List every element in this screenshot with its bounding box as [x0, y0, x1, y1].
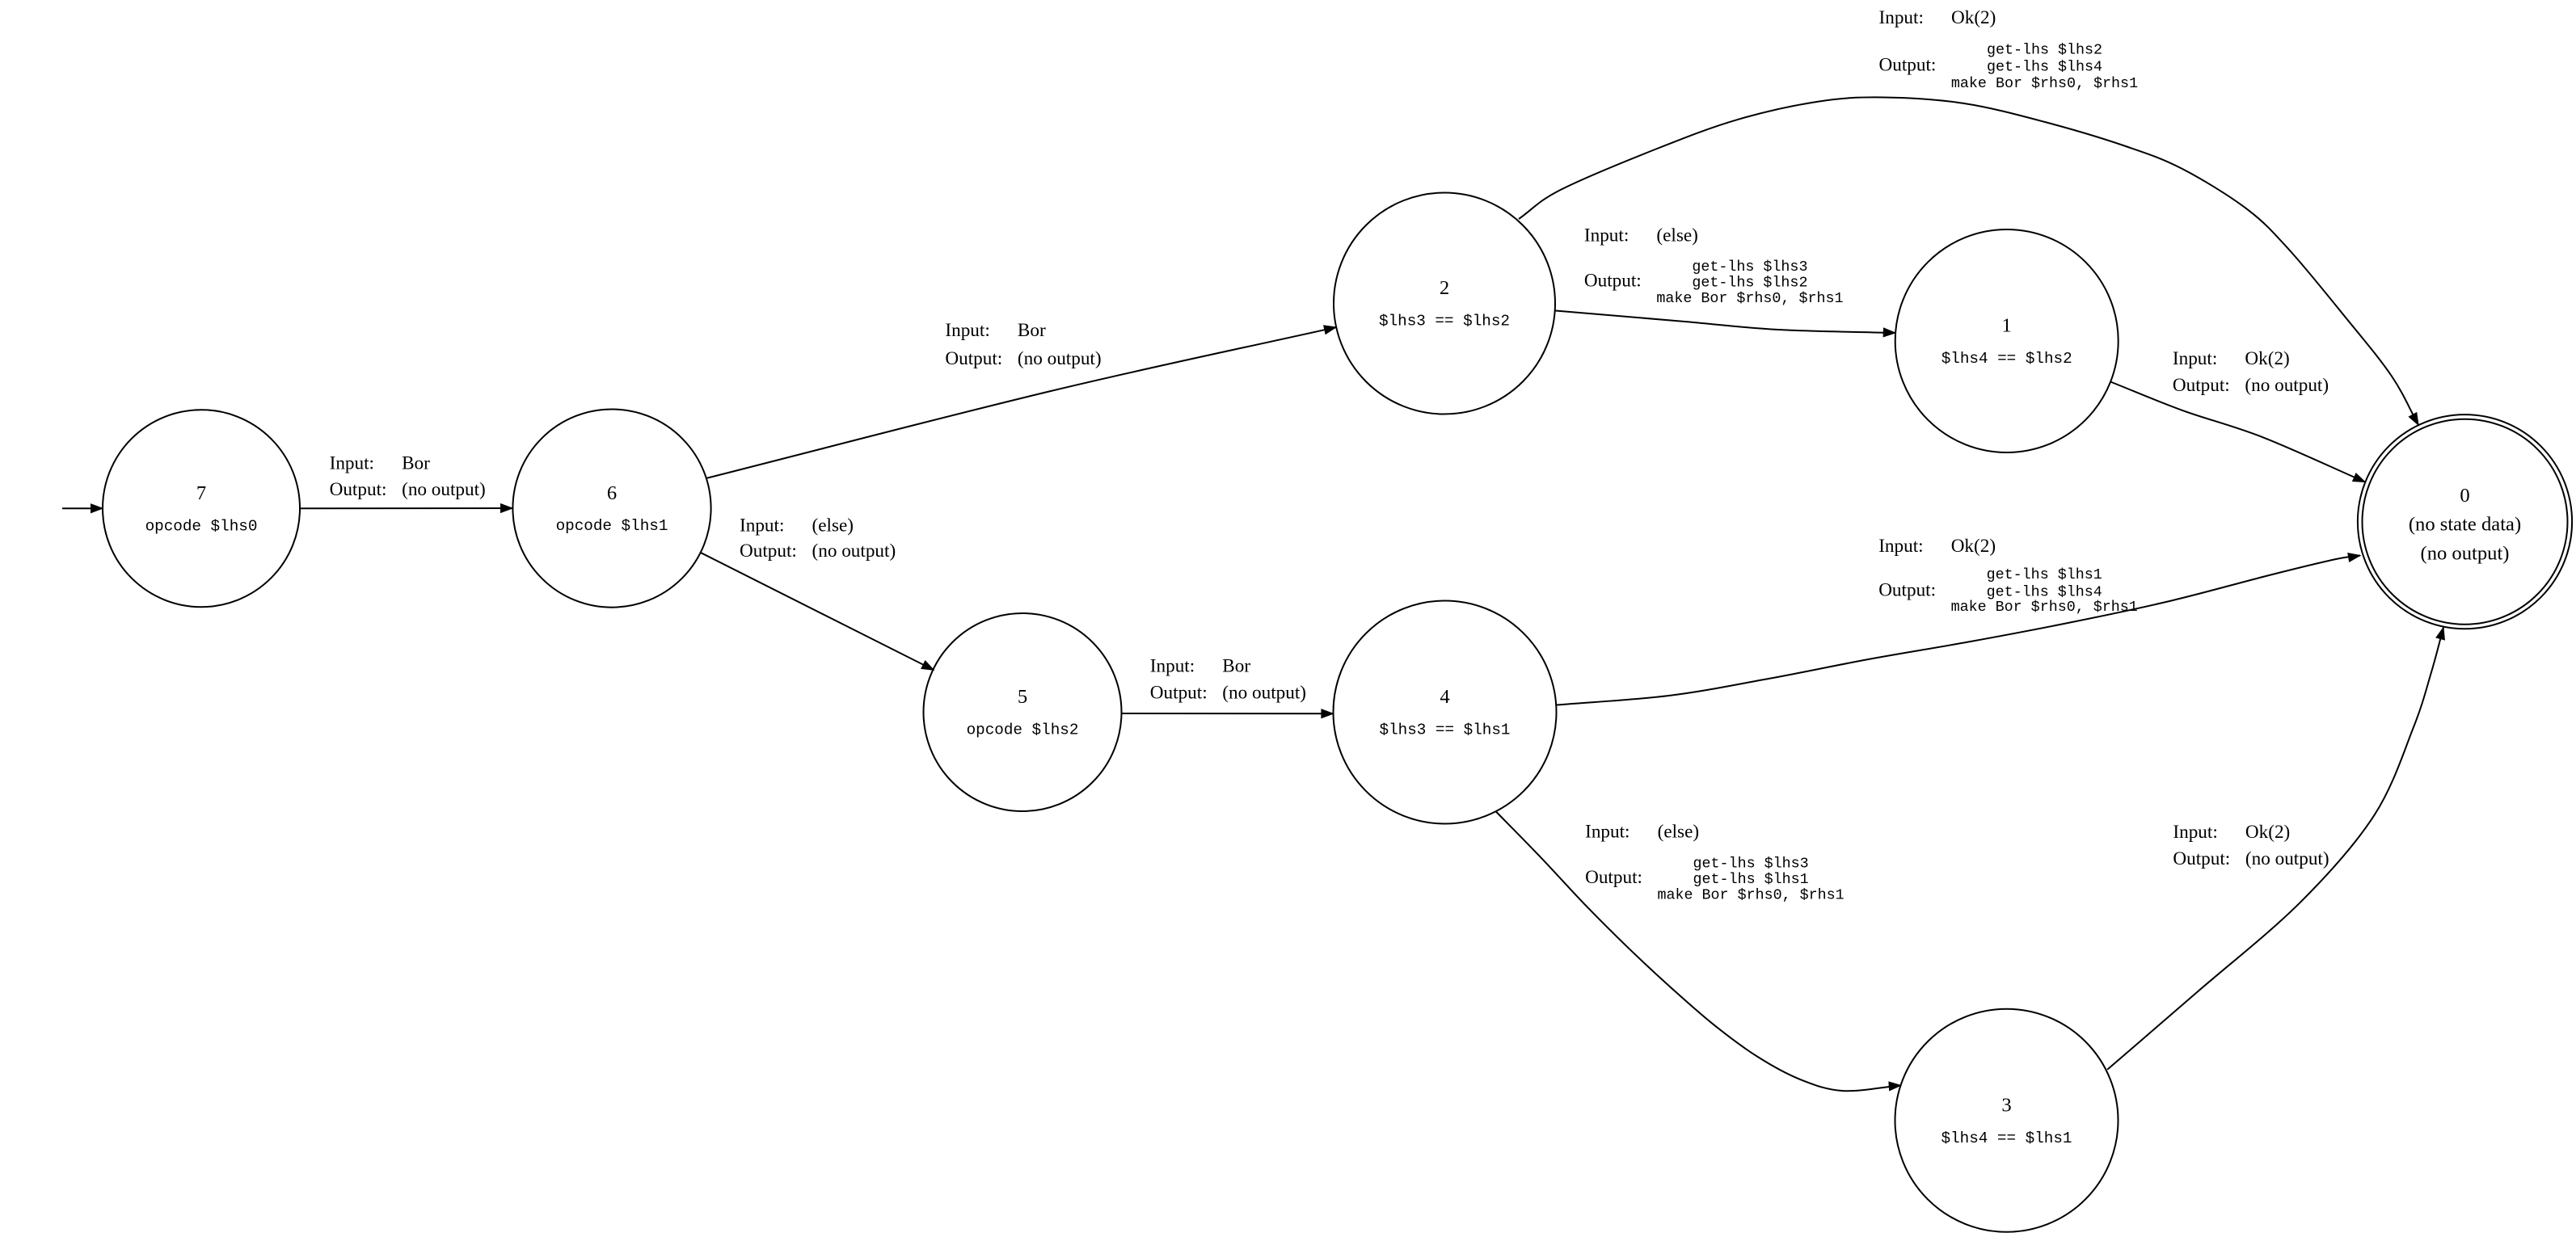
svg-text:Output:: Output:: [2173, 375, 2230, 396]
svg-text:(no output): (no output): [1222, 683, 1306, 704]
svg-text:7: 7: [196, 482, 206, 504]
svg-text:opcode $lhs2: opcode $lhs2: [967, 722, 1079, 739]
svg-text:(no output): (no output): [1018, 348, 1102, 369]
svg-text:get-lhs $lhs2: get-lhs $lhs2: [1692, 274, 1807, 291]
svg-text:Input:: Input:: [945, 320, 989, 341]
svg-text:5: 5: [1018, 686, 1027, 708]
svg-text:get-lhs $lhs4: get-lhs $lhs4: [1987, 583, 2102, 600]
svg-text:opcode $lhs1: opcode $lhs1: [556, 517, 668, 535]
svg-text:Output:: Output:: [740, 541, 797, 562]
svg-text:Bor: Bor: [402, 453, 430, 474]
svg-text:Output:: Output:: [1879, 54, 1937, 75]
svg-text:Input:: Input:: [1150, 655, 1195, 676]
svg-text:get-lhs $lhs1: get-lhs $lhs1: [1693, 871, 1809, 888]
svg-text:Output:: Output:: [945, 348, 1002, 369]
svg-text:0: 0: [2460, 485, 2469, 507]
svg-text:Input:: Input:: [1879, 7, 1924, 28]
svg-text:Input:: Input:: [1878, 536, 1923, 557]
svg-text:Input:: Input:: [740, 515, 784, 536]
svg-text:Ok(2): Ok(2): [2245, 822, 2290, 843]
svg-text:(else): (else): [1656, 225, 1698, 246]
svg-text:make Bor $rhs0, $rhs1: make Bor $rhs0, $rhs1: [1951, 75, 2138, 92]
svg-text:(no output): (no output): [2245, 375, 2329, 396]
svg-text:Input:: Input:: [1584, 225, 1629, 246]
svg-text:6: 6: [607, 482, 617, 504]
svg-text:Ok(2): Ok(2): [2245, 348, 2289, 369]
svg-text:4: 4: [1440, 686, 1449, 708]
svg-text:(else): (else): [812, 515, 854, 536]
svg-text:Output:: Output:: [1584, 270, 1642, 291]
svg-text:make Bor $rhs0, $rhs1: make Bor $rhs0, $rhs1: [1656, 290, 1843, 307]
svg-text:opcode $lhs0: opcode $lhs0: [145, 517, 258, 535]
svg-text:get-lhs $lhs3: get-lhs $lhs3: [1692, 259, 1807, 276]
svg-text:1: 1: [2002, 315, 2012, 337]
svg-text:2: 2: [1440, 277, 1449, 299]
svg-text:make Bor $rhs0, $rhs1: make Bor $rhs0, $rhs1: [1951, 599, 2138, 616]
svg-text:3: 3: [2001, 1094, 2011, 1116]
svg-text:Input:: Input:: [1585, 822, 1629, 843]
svg-text:(no output): (no output): [812, 541, 896, 562]
svg-text:(no output): (no output): [2245, 848, 2329, 869]
svg-text:$lhs4 == $lhs1: $lhs4 == $lhs1: [1941, 1130, 2072, 1147]
svg-text:$lhs4 == $lhs2: $lhs4 == $lhs2: [1941, 350, 2072, 368]
svg-text:make Bor $rhs0, $rhs1: make Bor $rhs0, $rhs1: [1658, 887, 1845, 904]
svg-text:(no state data): (no state data): [2409, 514, 2521, 536]
svg-text:Bor: Bor: [1222, 655, 1250, 676]
svg-text:Ok(2): Ok(2): [1951, 7, 1996, 28]
svg-text:Input:: Input:: [2173, 822, 2217, 843]
svg-text:Output:: Output:: [330, 479, 387, 500]
svg-text:(else): (else): [1658, 822, 1700, 843]
svg-text:Output:: Output:: [1878, 579, 1936, 600]
svg-text:Input:: Input:: [2173, 348, 2217, 369]
svg-text:$lhs3 == $lhs2: $lhs3 == $lhs2: [1379, 313, 1510, 330]
svg-text:(no output): (no output): [2421, 542, 2510, 564]
svg-text:Bor: Bor: [1018, 320, 1046, 341]
svg-text:get-lhs $lhs3: get-lhs $lhs3: [1693, 856, 1809, 873]
svg-text:(no output): (no output): [402, 479, 486, 500]
svg-text:Output:: Output:: [1150, 683, 1208, 704]
svg-text:$lhs3 == $lhs1: $lhs3 == $lhs1: [1380, 722, 1511, 739]
svg-text:Input:: Input:: [330, 453, 374, 474]
svg-text:Output:: Output:: [1585, 867, 1642, 888]
svg-text:get-lhs $lhs1: get-lhs $lhs1: [1987, 566, 2102, 583]
svg-text:get-lhs $lhs2: get-lhs $lhs2: [1987, 42, 2102, 59]
svg-text:Ok(2): Ok(2): [1951, 536, 1996, 557]
svg-text:Output:: Output:: [2173, 848, 2230, 869]
svg-text:get-lhs $lhs4: get-lhs $lhs4: [1987, 58, 2102, 75]
